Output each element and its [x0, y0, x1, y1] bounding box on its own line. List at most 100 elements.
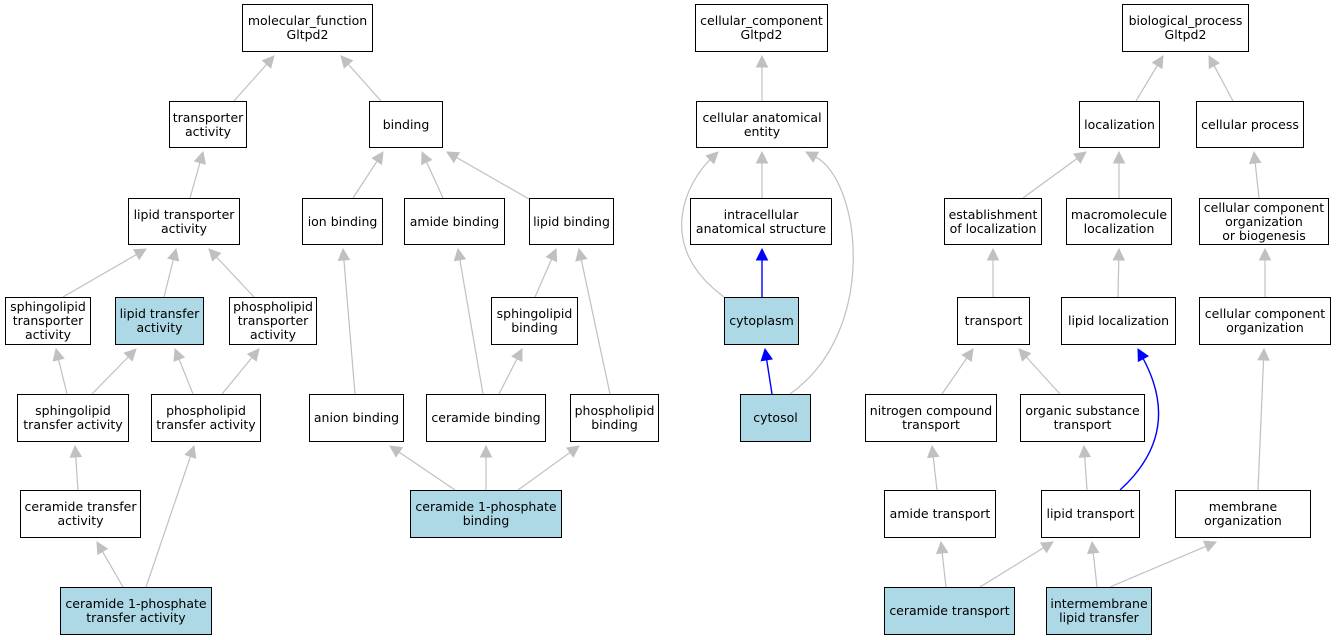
edge-arrowhead [1248, 150, 1262, 165]
node-membrane-organization[interactable]: membrane organization [1175, 490, 1311, 538]
node-ceramide-binding[interactable]: ceramide binding [426, 394, 546, 442]
node-label: intracellular anatomical structure [695, 206, 827, 236]
node-intermembrane-lipid-transfer[interactable]: intermembrane lipid transfer [1046, 587, 1152, 635]
node-label: membrane organization [1204, 499, 1282, 528]
edge-line [1022, 158, 1078, 199]
node-lipid-transporter-activity[interactable]: lipid transporter activity [128, 198, 240, 245]
node-establishment-of-localization[interactable]: establishment of localization [944, 198, 1042, 245]
node-label: ceramide transfer activity [24, 499, 137, 528]
edge-arrowhead [575, 247, 588, 262]
node-label: macromolecule localization [1070, 206, 1168, 236]
edge-arrowhead [1039, 541, 1054, 554]
node-label: lipid transporter activity [133, 206, 235, 236]
node-anion-binding[interactable]: anion binding [309, 394, 404, 442]
edge-arrowhead [340, 55, 354, 69]
node-c1p-transfer-activity[interactable]: ceramide 1-phosphate transfer activity [60, 587, 212, 635]
edge-sphingolipid_transfer_activity-to-lipid_transfer_activity [91, 348, 137, 395]
node-label: amide transport [889, 506, 991, 521]
edge-cellular_anatomical_entity-to-cc [755, 54, 769, 101]
edge-line [765, 359, 773, 395]
edge-ceramide_binding-to-sphingolipid_binding [498, 348, 523, 395]
node-amide-binding[interactable]: amide binding [404, 198, 505, 245]
edge-arrowhead [69, 444, 83, 458]
node-bp[interactable]: biological_process Gltpd2 [1122, 4, 1249, 52]
edge-arrowhead [1258, 247, 1272, 261]
edge-line [1213, 65, 1234, 102]
node-binding[interactable]: binding [369, 101, 443, 148]
edge-line [1119, 358, 1160, 491]
node-sphingolipid-transporter-activity[interactable]: sphingolipid transporter activity [5, 297, 91, 345]
edge-arrowhead [389, 445, 404, 458]
node-c1p-binding[interactable]: ceramide 1-phosphate binding [410, 490, 562, 538]
edge-intermembrane_lipid_transfer-to-membrane_organization [1109, 540, 1218, 588]
node-cytoplasm[interactable]: cytoplasm [724, 297, 799, 345]
edge-line [75, 456, 79, 491]
edge-line [456, 156, 530, 200]
node-localization[interactable]: localization [1079, 101, 1160, 148]
edge-lipid_transport-to-organic_substance_transport [1078, 444, 1092, 491]
node-label: transport [964, 313, 1023, 328]
node-phospholipid-transfer-activity[interactable]: phospholipid transfer activity [151, 394, 261, 442]
edge-arrowhead [1112, 150, 1126, 164]
edge-arrowhead [261, 55, 275, 69]
node-lipid-binding[interactable]: lipid binding [529, 198, 614, 245]
node-lipid-transport[interactable]: lipid transport [1041, 490, 1140, 538]
edge-arrowhead [193, 150, 206, 165]
edge-cc_org_or_biogenesis-to-cellular_process [1248, 150, 1262, 199]
edge-arrowhead [755, 247, 769, 261]
node-amide-transport[interactable]: amide transport [884, 490, 996, 538]
node-cytosol[interactable]: cytosol [740, 394, 811, 442]
edge-establishment_of_localization-to-localization [1022, 151, 1087, 199]
edge-ceramide_transport-to-lipid_transport [979, 541, 1054, 588]
node-transporter-activity[interactable]: transporter activity [169, 101, 247, 148]
edge-c1p_transfer_activity-to-phospholipid_transfer_activity [145, 444, 197, 588]
node-label: intermembrane lipid transfer [1050, 596, 1148, 625]
node-intracellular-anatomical-structure[interactable]: intracellular anatomical structure [690, 198, 832, 245]
node-lipid-transfer-activity[interactable]: lipid transfer activity [115, 297, 204, 345]
edge-line [163, 259, 174, 298]
edge-cytoplasm-to-intracellular_anatomical_structure [755, 247, 769, 297]
node-cellular-process[interactable]: cellular process [1196, 101, 1304, 148]
edge-arrowhead [453, 247, 467, 262]
node-label: phospholipid transporter activity [233, 299, 313, 342]
edge-intermembrane_lipid_transfer-to-lipid_transport [1086, 540, 1100, 588]
node-sphingolipid-binding[interactable]: sphingolipid binding [491, 297, 578, 345]
node-cc-org-or-biogenesis[interactable]: cellular component organization or bioge… [1199, 198, 1329, 245]
edge-lipid_transporter_activity-to-transporter_activity [189, 150, 206, 199]
node-label: cellular component organization or bioge… [1203, 199, 1325, 243]
edge-lipid_transfer_activity-to-lipid_transporter_activity [163, 247, 180, 298]
edge-line [221, 357, 253, 395]
edge-line [1025, 356, 1061, 395]
edge-arrowhead [1072, 151, 1087, 164]
edge-arrowhead [1018, 348, 1032, 362]
edge-line [58, 359, 68, 395]
node-label: sphingolipid transporter activity [10, 299, 86, 342]
edge-arrowhead [337, 247, 351, 261]
edge-cc_organization-to-cc_org_or_biogenesis [1258, 247, 1272, 297]
edge-arrowhead [755, 54, 769, 68]
node-label: molecular_function Gltpd2 [247, 13, 368, 42]
node-phospholipid-transporter-activity[interactable]: phospholipid transporter activity [229, 297, 317, 345]
node-mf[interactable]: molecular_function Gltpd2 [242, 4, 373, 52]
node-organic-substance-transport[interactable]: organic substance transport [1020, 394, 1145, 442]
node-sphingolipid-transfer-activity[interactable]: sphingolipid transfer activity [17, 394, 129, 442]
node-cc[interactable]: cellular_component Gltpd2 [695, 4, 828, 52]
edge-line [941, 357, 968, 395]
node-cc-organization[interactable]: cellular component organization [1199, 297, 1331, 345]
node-nitrogen-compound-transport[interactable]: nitrogen compound transport [865, 394, 997, 442]
edge-arrowhead [511, 348, 523, 363]
edge-line [189, 162, 201, 199]
node-phospholipid-binding[interactable]: phospholipid binding [570, 394, 659, 442]
node-lipid-localization[interactable]: lipid localization [1061, 297, 1176, 345]
node-ceramide-transport[interactable]: ceramide transport [884, 587, 1015, 635]
node-ion-binding[interactable]: ion binding [302, 198, 383, 245]
node-label: ion binding [307, 213, 378, 229]
node-macromolecule-localization[interactable]: macromolecule localization [1066, 198, 1172, 245]
node-ceramide-transfer-activity[interactable]: ceramide transfer activity [20, 490, 141, 538]
edge-nitrogen_compound_transport-to-transport [941, 348, 974, 395]
node-cellular-anatomical-entity[interactable]: cellular anatomical entity [696, 101, 828, 148]
edge-lipid_localization-to-macromolecule_localization [1112, 247, 1126, 298]
edge-sphingolipid_binding-to-lipid_binding [534, 247, 558, 298]
node-transport[interactable]: transport [957, 297, 1030, 345]
edge-arrowhead [1086, 540, 1100, 555]
